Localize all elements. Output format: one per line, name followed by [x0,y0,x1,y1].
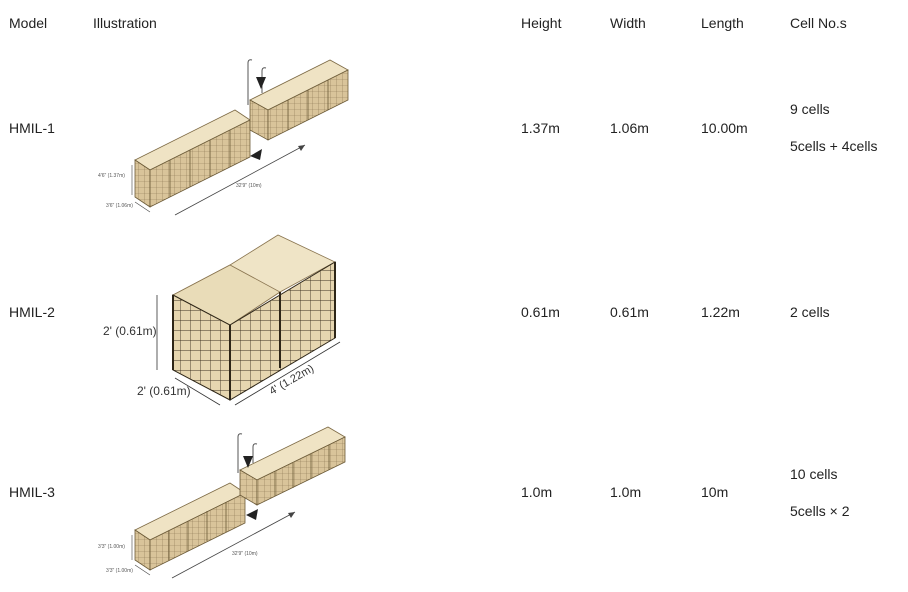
row3-length: 10m [701,484,729,500]
header-height: Height [521,15,562,31]
row2-height: 0.61m [521,304,560,320]
row1-cells-split: 5cells + 4cells [790,138,878,154]
header-illustration: Illustration [93,15,157,31]
row3-cells-split: 5cells × 2 [790,503,850,519]
header-length: Length [701,15,744,31]
row2-illustration: 2' (0.61m) 2' (0.61m) 4' (1.22m) [103,234,341,406]
row2-width: 0.61m [610,304,649,320]
row3-cells-count: 10 cells [790,466,838,482]
header-width: Width [610,15,646,31]
row3-width: 1.0m [610,484,642,500]
row1-height: 1.37m [521,120,560,136]
header-model: Model [9,15,48,31]
row2-dim-width: 2' (0.61m) [137,384,191,398]
row1-dim-width: 3'6" (1.06m) [106,203,133,209]
row1-dim-length: 32'9" (10m) [236,183,262,189]
row2-model: HMIL-2 [9,304,55,320]
row2-dim-height: 2' (0.61m) [103,324,157,338]
row3-height: 1.0m [521,484,553,500]
row1-model: HMIL-1 [9,120,55,136]
row1-cells-count: 9 cells [790,101,830,117]
row1-dim-height: 4'6" (1.37m) [98,173,125,179]
row3-illustration: 3'3" (1.00m) 3'3" (1.00m) 32'9" (10m) [98,426,346,579]
row1-width: 1.06m [610,120,649,136]
row3-dim-length: 32'9" (10m) [232,551,258,557]
header-cells: Cell No.s [790,15,847,31]
row3-model: HMIL-3 [9,484,55,500]
row3-dim-width: 3'3" (1.00m) [106,568,133,574]
row1-illustration: 4'6" (1.37m) 3'6" (1.06m) 32'9" (10m) [98,59,349,216]
row1-length: 10.00m [701,120,748,136]
row2-cells-count: 2 cells [790,304,830,320]
row3-dim-height: 3'3" (1.00m) [98,544,125,550]
row2-length: 1.22m [701,304,740,320]
